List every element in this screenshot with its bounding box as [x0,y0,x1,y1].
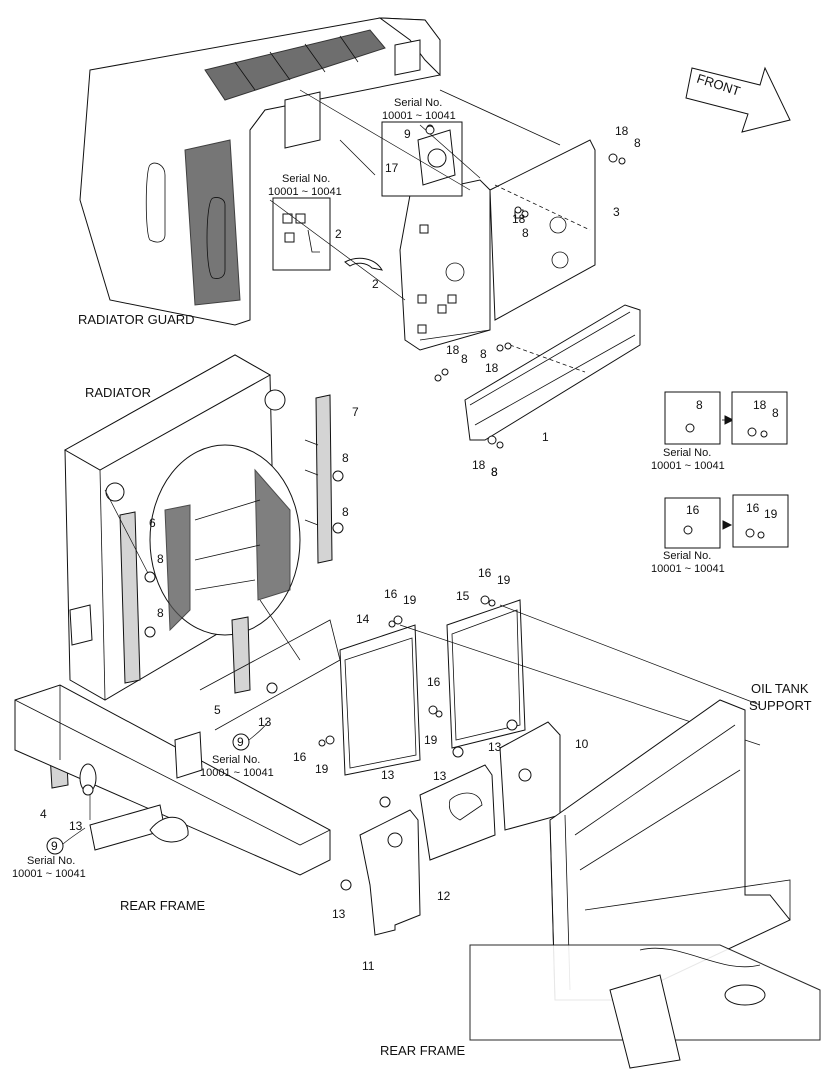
part-5-bracket [231,616,251,694]
serial-inset-part-2 [272,197,383,271]
rear-frame-left-label: REAR FRAME [120,898,206,913]
callout-13-f: 13 [332,907,346,921]
part-14-cover [339,624,421,776]
callout-5: 5 [214,703,221,717]
callout-6: 6 [149,516,156,530]
serial-range-right-16: 10001 ~ 10041 [651,563,725,575]
callout-19-b: 19 [497,573,511,587]
callout-16-f: 16 [746,501,760,515]
part-6-bracket [119,511,141,684]
serial-substitution-8 [664,391,788,445]
part-11-plate [359,809,421,936]
callout-8-i: 8 [157,606,164,620]
radiator-guard-drawing [79,17,441,326]
circled-9-bottom-left [46,837,64,855]
callout-18-d: 18 [485,361,499,375]
oil-tank-support-label-line2: SUPPORT [749,698,812,713]
oil-tank-support-label-line1: OIL TANK [751,681,809,696]
serial-title-bottom-left: Serial No. [27,855,75,867]
callout-18-b: 18 [512,212,526,226]
radiator-label: RADIATOR [85,385,151,400]
callout-19-a: 19 [403,593,417,607]
callout-18-a: 18 [615,124,629,138]
rear-frame-left-drawing [14,619,341,876]
callout-8-b: 8 [522,226,529,240]
callout-14: 14 [356,612,370,626]
callout-17: 17 [385,161,399,175]
callout-8-k: 8 [772,406,779,420]
radiator-guard-label: RADIATOR GUARD [78,312,195,327]
callout-16-d: 16 [427,675,441,689]
rear-frame-bottom-label: REAR FRAME [380,1043,466,1058]
serial-inset-part-17 [381,121,463,197]
callout-8-l: 8 [491,465,498,479]
serial-range-top-center: 10001 ~ 10041 [382,110,456,122]
callout-1: 1 [542,430,549,444]
radiator-drawing [63,354,301,701]
front-arrow: FRONT [685,66,791,133]
callout-2-inset: 2 [335,227,342,241]
callout-13-c: 13 [488,740,502,754]
serial-title-top-left: Serial No. [282,173,330,185]
part-15-cover [446,599,526,749]
callout-16-e: 16 [686,503,700,517]
callout-19-d: 19 [424,733,438,747]
callout-13-d: 13 [433,769,447,783]
side-cover-assembly [399,89,641,441]
serial-title-right-8: Serial No. [663,447,711,459]
callout-8-d: 8 [480,347,487,361]
serial-range-middle: 10001 ~ 10041 [200,767,274,779]
callout-8-a: 8 [634,136,641,150]
callout-11: 11 [362,959,375,973]
serial-substitution-16 [664,494,789,549]
serial-range-bottom-left: 10001 ~ 10041 [12,868,86,880]
serial-range-right-8: 10001 ~ 10041 [651,460,725,472]
callout-9-bottom-left: 9 [51,839,58,853]
callout-8-h: 8 [157,552,164,566]
callout-10: 10 [575,737,589,751]
callout-9-middle: 9 [237,735,244,749]
callout-16-c: 16 [293,750,307,764]
callout-13-b: 13 [69,819,83,833]
callout-13-e: 13 [381,768,395,782]
callout-18-f: 18 [753,398,767,412]
callout-18-e: 18 [472,458,486,472]
callout-19-e: 19 [764,507,778,521]
callout-8-e: 8 [491,465,498,479]
callout-18-c: 18 [446,343,460,357]
serial-title-right-16: Serial No. [663,550,711,562]
serial-title-middle: Serial No. [212,754,260,766]
part-12-plate [419,764,496,861]
part-7-bracket [315,394,333,564]
callout-4: 4 [40,807,47,821]
fasteners [82,125,626,891]
callout-8-f: 8 [342,451,349,465]
callout-12: 12 [437,889,451,903]
callout-13-a: 13 [258,715,272,729]
callout-8-c: 8 [461,352,468,366]
oil-tank-support-drawing [469,699,821,1069]
serial-range-top-left: 10001 ~ 10041 [268,186,342,198]
callout-19-c: 19 [315,762,329,776]
callout-8-j: 8 [696,398,703,412]
serial-title-top-center: Serial No. [394,97,442,109]
circled-9-middle [232,733,250,751]
callout-16-a: 16 [384,587,398,601]
callout-8-g: 8 [342,505,349,519]
callout-3: 3 [613,205,620,219]
callout-2: 2 [372,277,379,291]
callout-16-b: 16 [478,566,492,580]
callout-15: 15 [456,589,470,603]
callout-9-top: 9 [404,127,411,141]
callout-7: 7 [352,405,359,419]
